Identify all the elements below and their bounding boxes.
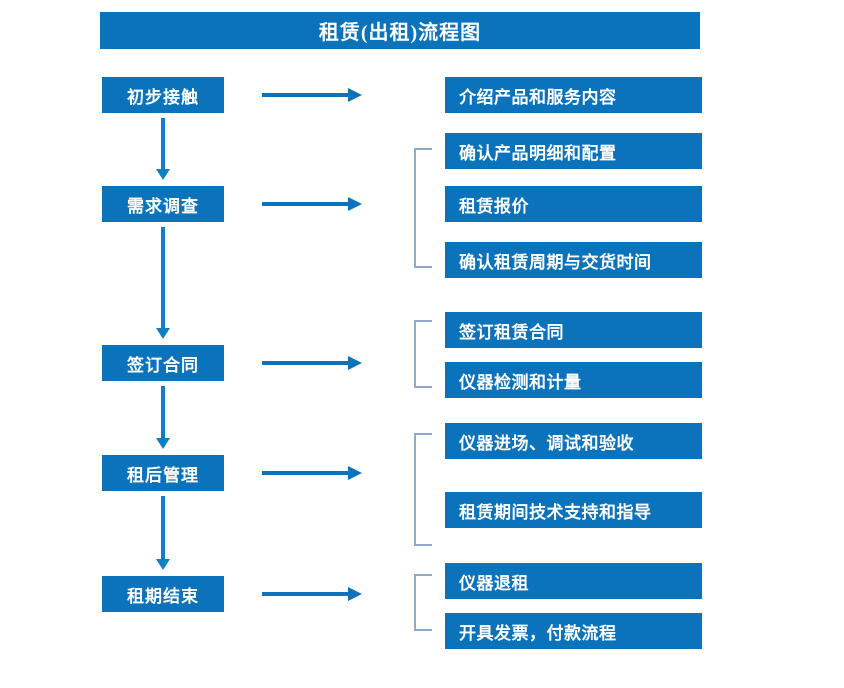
h-arrow-4-head: [348, 466, 362, 480]
detail-7[interactable]: 仪器进场、调试和验收: [445, 423, 702, 459]
v-arrow-4-shaft: [161, 496, 165, 559]
detail-9[interactable]: 仪器退租: [445, 563, 702, 599]
detail-3[interactable]: 租赁报价: [445, 186, 702, 222]
h-arrow-5-head: [348, 587, 362, 601]
v-arrow-3-head: [156, 438, 170, 449]
detail-6[interactable]: 仪器检测和计量: [445, 362, 702, 398]
h-arrow-1-head: [348, 88, 362, 102]
v-arrow-4-head: [156, 559, 170, 570]
v-arrow-4: [156, 496, 170, 570]
h-arrow-5: [262, 587, 362, 601]
h-arrow-1-shaft: [262, 93, 350, 97]
stage-3[interactable]: 签订合同: [102, 345, 224, 381]
bracket-group-5: [414, 574, 432, 631]
detail-8[interactable]: 租赁期间技术支持和指导: [445, 492, 702, 528]
v-arrow-1-head: [156, 169, 170, 180]
detail-4[interactable]: 确认租赁周期与交货时间: [445, 242, 702, 278]
h-arrow-5-shaft: [262, 592, 350, 596]
stage-1[interactable]: 初步接触: [102, 77, 224, 113]
v-arrow-2-shaft: [161, 227, 165, 328]
h-arrow-3-head: [348, 356, 362, 370]
bracket-group-2: [414, 148, 432, 268]
detail-5[interactable]: 签订租赁合同: [445, 312, 702, 348]
h-arrow-3-shaft: [262, 361, 350, 365]
bracket-group-4: [414, 433, 432, 546]
h-arrow-2-head: [348, 197, 362, 211]
h-arrow-4: [262, 466, 362, 480]
v-arrow-2: [156, 227, 170, 339]
h-arrow-1: [262, 88, 362, 102]
v-arrow-1: [156, 118, 170, 180]
stage-2[interactable]: 需求调查: [102, 186, 224, 222]
h-arrow-3: [262, 356, 362, 370]
stage-5[interactable]: 租期结束: [102, 576, 224, 612]
v-arrow-3-shaft: [161, 386, 165, 438]
v-arrow-1-shaft: [161, 118, 165, 169]
h-arrow-2: [262, 197, 362, 211]
h-arrow-2-shaft: [262, 202, 350, 206]
detail-1[interactable]: 介绍产品和服务内容: [445, 77, 702, 113]
detail-2[interactable]: 确认产品明细和配置: [445, 133, 702, 169]
diagram-title: 租赁(出租)流程图: [100, 12, 700, 49]
h-arrow-4-shaft: [262, 471, 350, 475]
v-arrow-2-head: [156, 328, 170, 339]
bracket-group-3: [414, 320, 432, 388]
stage-4[interactable]: 租后管理: [102, 455, 224, 491]
detail-10[interactable]: 开具发票，付款流程: [445, 613, 702, 649]
v-arrow-3: [156, 386, 170, 449]
